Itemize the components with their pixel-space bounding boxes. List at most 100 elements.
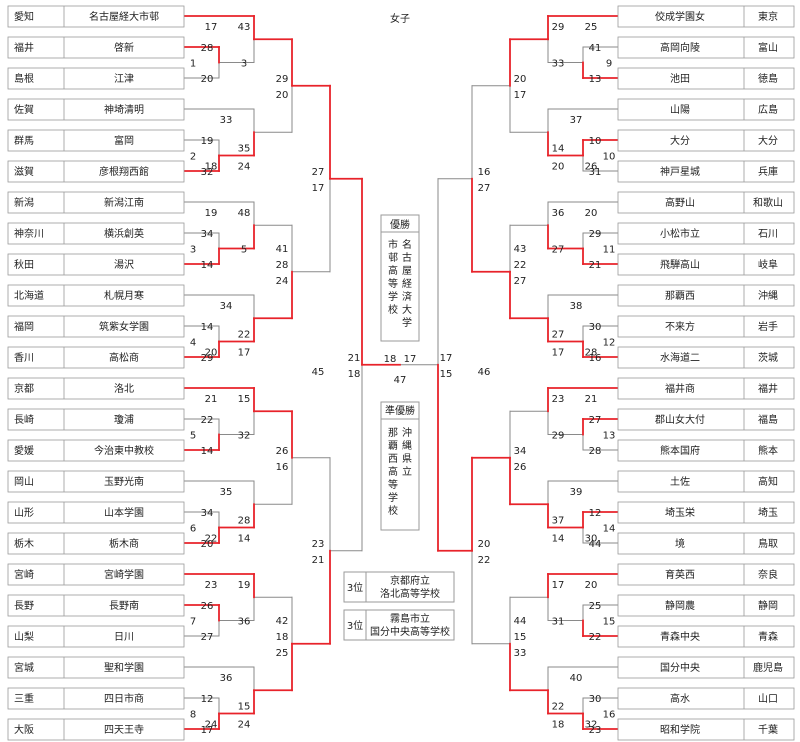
third-place-rank: 3位 bbox=[347, 619, 363, 632]
team-prefecture: 山口 bbox=[758, 693, 778, 705]
third-place-box bbox=[343, 571, 455, 603]
team-box-right bbox=[617, 315, 795, 338]
champion-name: 屋 bbox=[402, 265, 412, 277]
game-number: 42 bbox=[276, 616, 289, 627]
team-prefecture: 島根 bbox=[14, 72, 34, 85]
team-box-left bbox=[7, 594, 185, 617]
team-prefecture: 神奈川 bbox=[14, 227, 44, 240]
team-name: 湯沢 bbox=[114, 258, 134, 271]
score: 28 bbox=[276, 260, 289, 271]
score: 22 bbox=[478, 555, 491, 566]
score: 41 bbox=[589, 43, 602, 54]
game-number: 33 bbox=[220, 115, 233, 126]
score: 33 bbox=[514, 648, 527, 659]
team-prefecture: 茨城 bbox=[758, 351, 778, 364]
score: 18 bbox=[276, 632, 289, 643]
team-prefecture: 広島 bbox=[758, 103, 778, 116]
score: 30 bbox=[589, 694, 602, 705]
team-name: 那覇西 bbox=[665, 290, 695, 302]
score: 28 bbox=[589, 446, 602, 457]
score: 5 bbox=[241, 245, 247, 256]
champion-name: 高 bbox=[388, 264, 398, 277]
champion-name: 学 bbox=[402, 316, 412, 329]
score: 13 bbox=[589, 74, 602, 85]
score: 10 bbox=[589, 136, 602, 147]
score: 21 bbox=[348, 353, 361, 364]
team-name: 池田 bbox=[670, 72, 690, 85]
champion-box bbox=[380, 214, 420, 342]
score: 29 bbox=[589, 229, 602, 240]
game-number: 10 bbox=[603, 152, 616, 163]
score: 34 bbox=[201, 508, 214, 519]
game-number: 43 bbox=[514, 244, 527, 255]
score: 26 bbox=[514, 462, 527, 473]
game-number: 2 bbox=[190, 152, 196, 163]
final-game-number: 47 bbox=[394, 375, 407, 386]
team-prefecture: 三重 bbox=[14, 692, 34, 705]
score: 26 bbox=[585, 162, 598, 173]
team-box-left bbox=[7, 191, 185, 214]
score: 17 bbox=[514, 90, 527, 101]
team-name: 福井商 bbox=[665, 382, 695, 395]
game-number: 36 bbox=[220, 673, 233, 684]
team-prefecture: 大阪 bbox=[14, 723, 34, 736]
score: 25 bbox=[585, 22, 598, 33]
team-box-left bbox=[7, 470, 185, 493]
team-name: 札幌月寒 bbox=[104, 289, 144, 302]
team-box-left bbox=[7, 36, 185, 59]
team-name: 日川 bbox=[114, 632, 134, 643]
team-name: 神戸星城 bbox=[660, 165, 700, 178]
score: 23 bbox=[589, 725, 602, 736]
score: 20 bbox=[585, 580, 598, 591]
final-score-right: 17 bbox=[404, 354, 417, 365]
final-score-left: 18 bbox=[384, 354, 397, 365]
team-name: 高水 bbox=[670, 692, 690, 705]
score: 27 bbox=[312, 167, 325, 178]
game-number: 14 bbox=[603, 524, 616, 535]
team-prefecture: 福井 bbox=[14, 41, 34, 54]
team-name: 神埼清明 bbox=[104, 103, 144, 116]
runner-up-name: 覇 bbox=[388, 440, 398, 452]
team-prefecture: 香川 bbox=[14, 352, 34, 364]
team-name: 洛北 bbox=[114, 382, 134, 395]
team-name: 大分 bbox=[670, 134, 690, 147]
team-box-left bbox=[7, 160, 185, 183]
score: 22 bbox=[238, 330, 251, 341]
team-box-right bbox=[617, 439, 795, 462]
team-name: 飛騨高山 bbox=[660, 258, 700, 271]
champion-name: 古 bbox=[402, 251, 412, 264]
team-name: 今治東中教校 bbox=[94, 444, 154, 457]
team-name: 新潟江南 bbox=[104, 196, 144, 209]
score: 27 bbox=[552, 245, 565, 256]
team-box-right bbox=[617, 222, 795, 245]
score: 20 bbox=[552, 162, 565, 173]
champion-name: 学 bbox=[388, 290, 398, 303]
score: 23 bbox=[312, 539, 325, 550]
team-prefecture: 山形 bbox=[14, 507, 34, 519]
score: 15 bbox=[514, 632, 527, 643]
score: 21 bbox=[585, 394, 598, 405]
score: 14 bbox=[238, 534, 251, 545]
team-box-left bbox=[7, 377, 185, 400]
game-number: 39 bbox=[570, 487, 583, 498]
team-prefecture: 沖縄 bbox=[758, 289, 778, 302]
team-prefecture: 高知 bbox=[758, 475, 778, 488]
game-number: 40 bbox=[570, 673, 583, 684]
champion-name: 等 bbox=[388, 277, 398, 290]
team-box-right bbox=[617, 718, 795, 741]
team-box-left bbox=[7, 129, 185, 152]
third-place-school: 国分中央高等学校 bbox=[370, 625, 450, 638]
score: 43 bbox=[238, 22, 251, 33]
score: 16 bbox=[478, 167, 491, 178]
score: 19 bbox=[238, 580, 251, 591]
score: 32 bbox=[585, 720, 598, 731]
score: 24 bbox=[276, 276, 289, 287]
team-name: 聖和学園 bbox=[104, 661, 144, 674]
team-box-right bbox=[617, 284, 795, 307]
score: 16 bbox=[589, 353, 602, 364]
team-name: 小松市立 bbox=[660, 227, 700, 240]
runner-up-name: 立 bbox=[402, 465, 412, 478]
score: 29 bbox=[276, 74, 289, 85]
champion-name: 名 bbox=[402, 238, 412, 251]
